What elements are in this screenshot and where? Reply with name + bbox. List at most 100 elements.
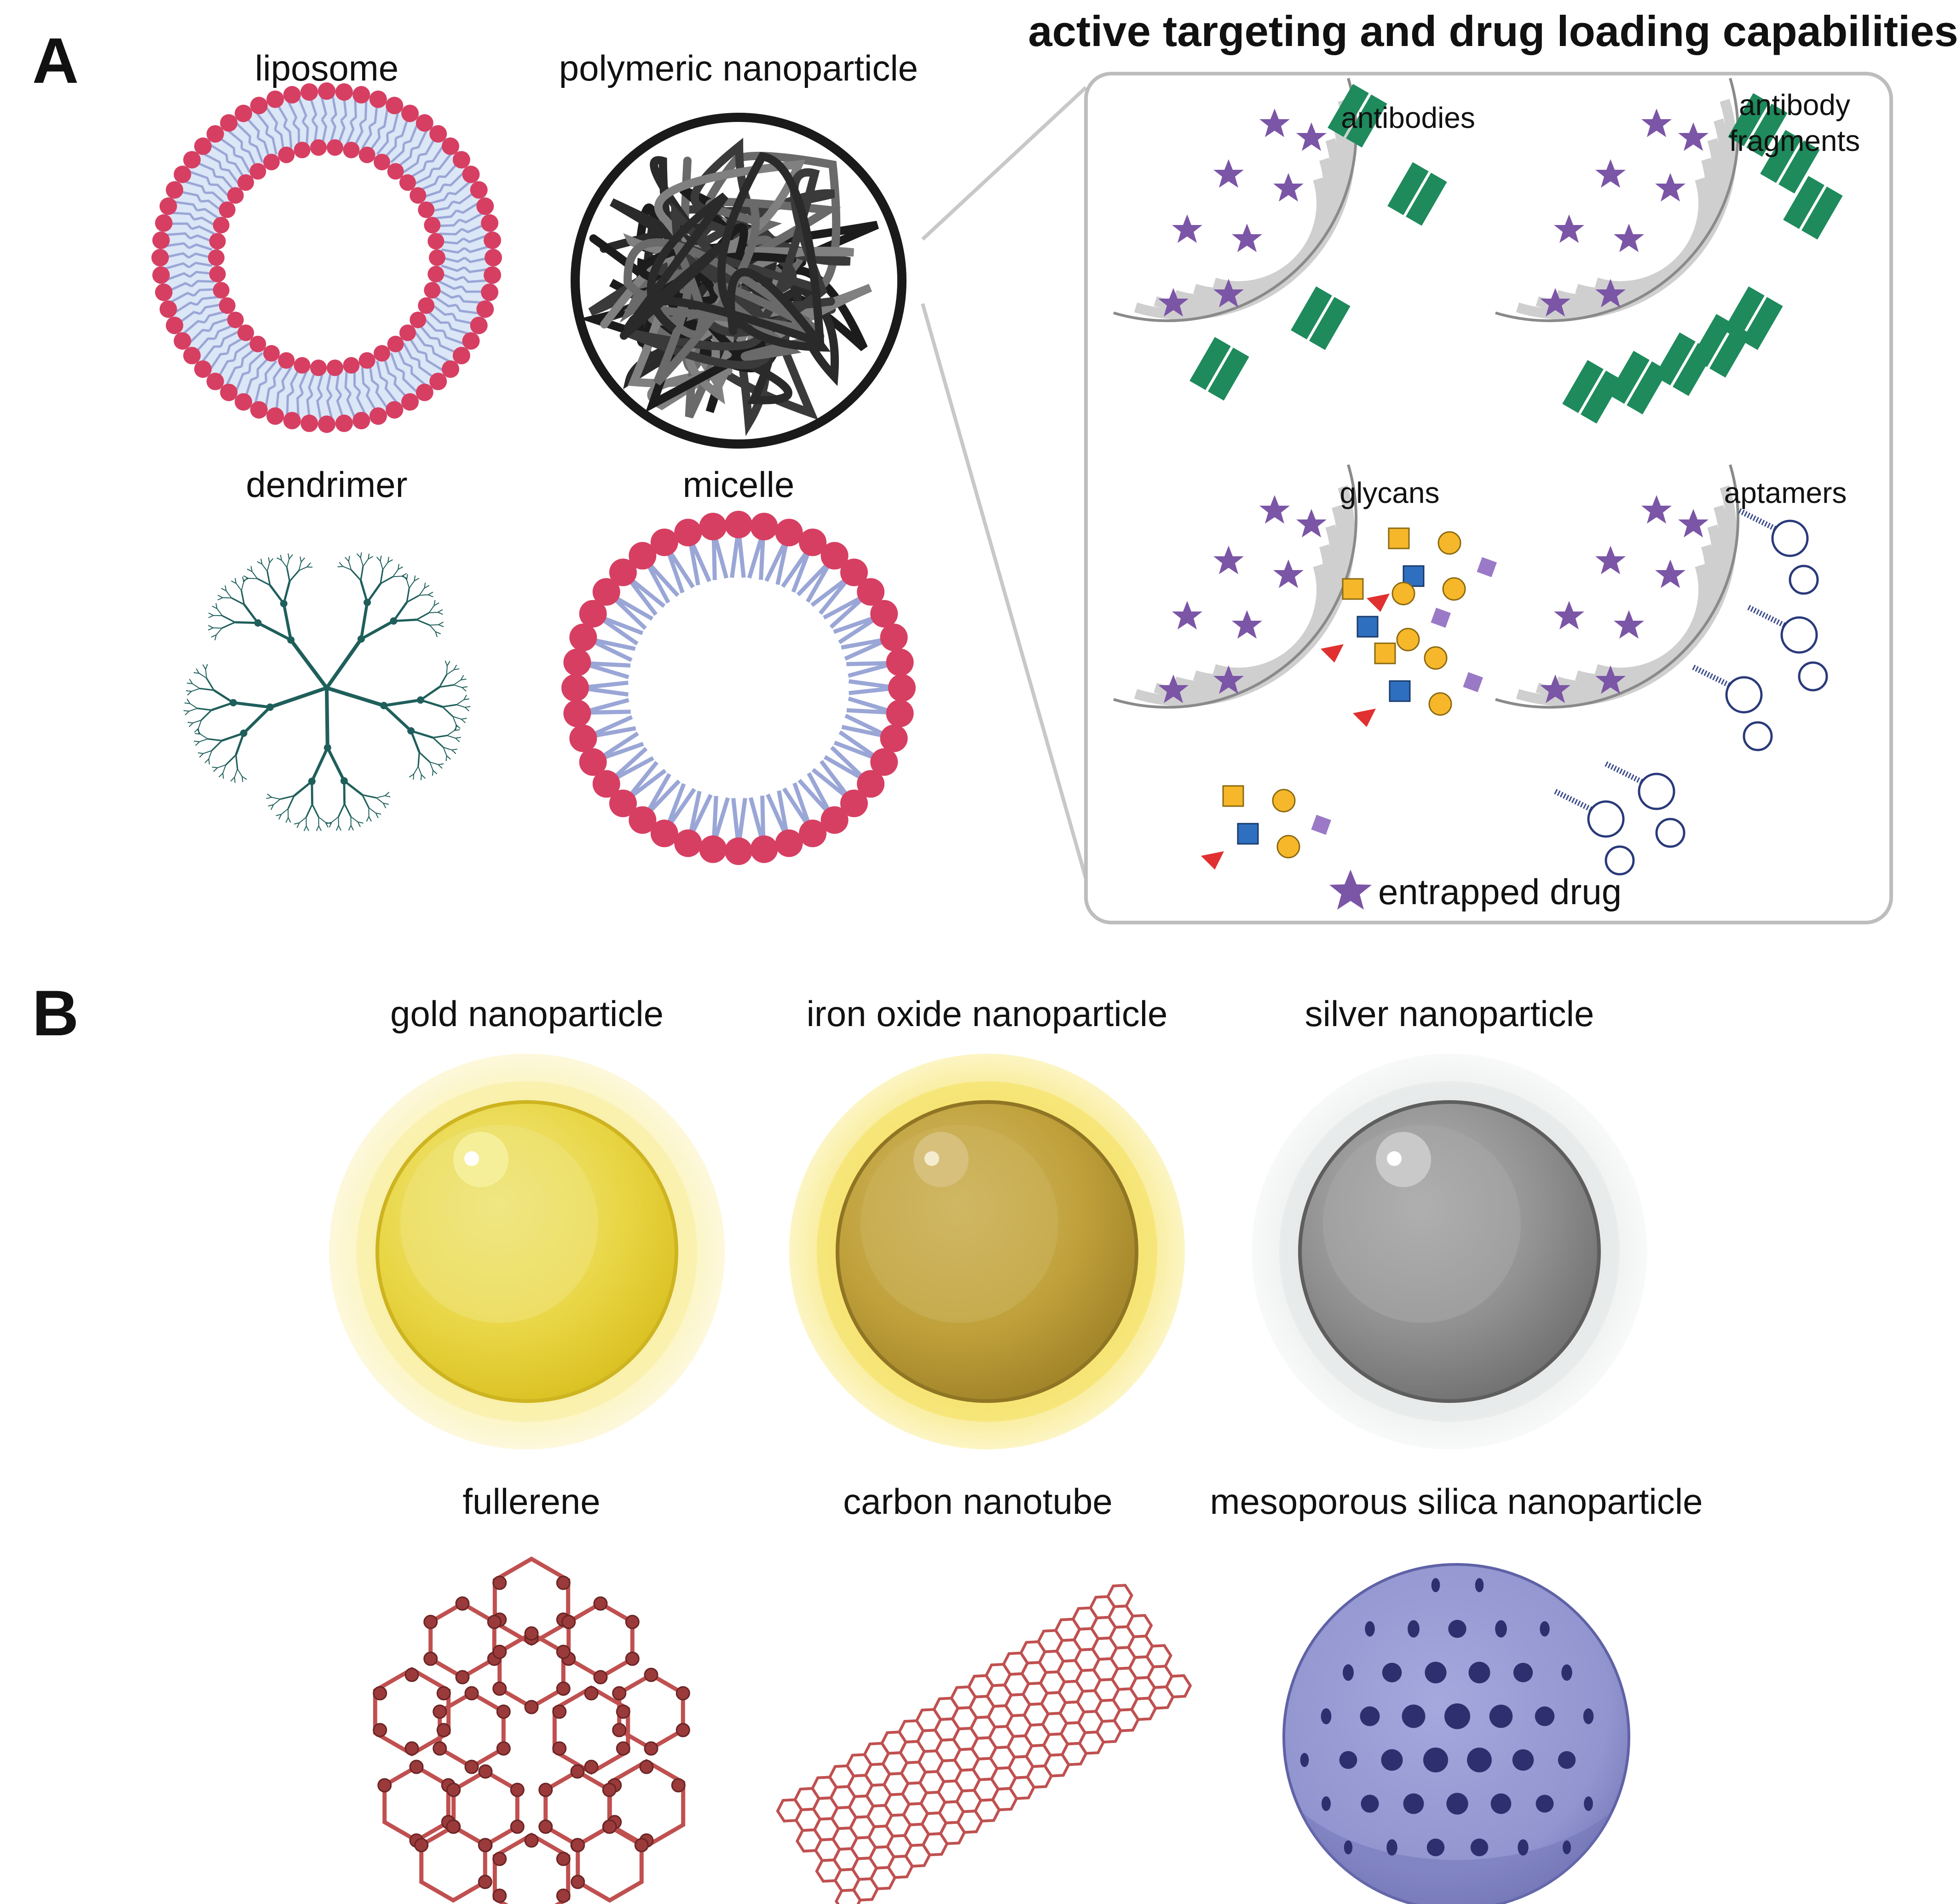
- drug-star: [1595, 159, 1626, 188]
- dendrimer-branch: [358, 821, 364, 824]
- lipid-tail: [199, 303, 222, 315]
- dendrimer-branch: [205, 669, 207, 678]
- fullerene-atom: [675, 1686, 690, 1701]
- lipid-head: [166, 181, 184, 199]
- dendrimer-branch: [276, 557, 282, 561]
- drug-star: [1158, 675, 1189, 703]
- glycan-square: [1357, 616, 1379, 638]
- dendrimer-branch: [225, 590, 232, 599]
- dendrimer-branch: [235, 733, 245, 756]
- dendrimer-branch: [454, 729, 460, 731]
- lipid-tail: [188, 243, 213, 251]
- lipid-head: [300, 83, 318, 101]
- dendrimer-branch: [375, 813, 379, 819]
- dendrimer-branch: [200, 733, 208, 739]
- dendrimer-branch: [356, 553, 361, 558]
- lipid-head: [387, 163, 404, 180]
- lipid-tail: [194, 161, 216, 177]
- lipid-head: [294, 142, 311, 159]
- dendrimer-branch: [343, 781, 346, 804]
- lipid-head: [442, 137, 460, 155]
- glycan-circle: [1391, 582, 1415, 606]
- glycan-circle: [1428, 692, 1452, 716]
- dendrimer-branch: [439, 674, 447, 687]
- dendrimer-branch: [454, 668, 460, 670]
- lipid-tail: [177, 190, 202, 202]
- antibody-fragment: [1208, 347, 1249, 401]
- dendrimer-branch: [455, 738, 460, 743]
- fullerene-atom: [570, 1764, 585, 1779]
- silica-pore: [1402, 1704, 1426, 1728]
- dendrimer-branch: [339, 562, 344, 567]
- lipid-head: [266, 90, 284, 108]
- lipid-head: [401, 393, 419, 411]
- aptamer-loop: [1798, 661, 1828, 692]
- micelle-head: [629, 806, 657, 834]
- aptamer-stem: [1605, 761, 1644, 785]
- fullerene-atom: [602, 1819, 617, 1834]
- lipid-head: [155, 283, 173, 301]
- dendrimer-branch: [375, 813, 381, 815]
- lipid-tail: [254, 381, 267, 405]
- lipid-tail: [208, 352, 228, 372]
- dendrimer-branch: [192, 683, 200, 689]
- dendrimer-branch: [271, 796, 281, 800]
- drug-star-icon: [1329, 870, 1372, 910]
- gold-nanoparticle: [329, 1054, 725, 1449]
- lipid-tail: [346, 393, 356, 419]
- dendrimer-branch: [362, 794, 377, 799]
- lipid-head: [159, 300, 177, 318]
- dendrimer-branch: [359, 580, 369, 603]
- antibody-fragment: [1746, 104, 1788, 157]
- iron-oxide-nanoparticle: [789, 1054, 1185, 1449]
- aptamer-loop: [1743, 721, 1773, 751]
- entrapped-drug-legend: entrapped drug: [1329, 870, 1622, 912]
- dendrimer-branch: [406, 574, 408, 580]
- lipid-head: [410, 312, 427, 329]
- dendrimer-branch: [199, 687, 214, 691]
- dendrimer-branch: [216, 628, 223, 635]
- dendrimer-branch: [382, 562, 388, 570]
- micelle-head: [888, 674, 916, 702]
- lipid-head: [429, 125, 447, 143]
- lipid-tail: [441, 265, 465, 272]
- fullerene-atom: [423, 1615, 438, 1629]
- antibodies-label: antibodies: [1341, 101, 1475, 134]
- silica-pore: [1470, 1838, 1489, 1857]
- dendrimer-branch: [380, 576, 393, 584]
- dendrimer-branch: [189, 679, 193, 684]
- shell-layer: [1212, 564, 1327, 678]
- dendrimer-branch: [199, 673, 207, 679]
- lipid-head: [481, 214, 499, 232]
- dendrimer-branch: [281, 560, 288, 568]
- lipid-tail: [462, 276, 489, 283]
- shell-layer: [1212, 177, 1327, 291]
- silica-pore: [1561, 1664, 1572, 1681]
- shell-layer: [1594, 177, 1709, 291]
- fullerene-atom: [455, 1670, 470, 1685]
- dendrimer-branch: [225, 754, 237, 766]
- lipid-tail: [361, 367, 370, 390]
- lipid-tail: [266, 133, 277, 155]
- lipid-tail: [191, 280, 214, 288]
- fullerene-ring: [428, 1601, 496, 1680]
- fullerene-atom: [612, 1723, 627, 1737]
- fullerene-atom: [409, 1760, 424, 1774]
- lipid-tail: [292, 123, 300, 146]
- fullerene-atom: [584, 1760, 599, 1774]
- fullerene-atom: [492, 1681, 507, 1696]
- dendrimer-branch: [217, 764, 226, 768]
- dendrimer-branch: [401, 573, 407, 577]
- micelle-diagram: [561, 511, 916, 865]
- lipid-tail: [414, 331, 433, 348]
- micelle-head: [799, 528, 827, 556]
- lipid-tail: [219, 330, 239, 347]
- fullerene-atom: [612, 1686, 627, 1701]
- dendrimer-branch: [231, 580, 237, 584]
- dendrimer-branch: [211, 634, 217, 638]
- fullerene-atom: [634, 1838, 649, 1852]
- micelle-head: [561, 674, 589, 702]
- lipid-head: [462, 332, 480, 350]
- lipid-head: [358, 352, 375, 369]
- aptamer-stem: [1554, 789, 1593, 813]
